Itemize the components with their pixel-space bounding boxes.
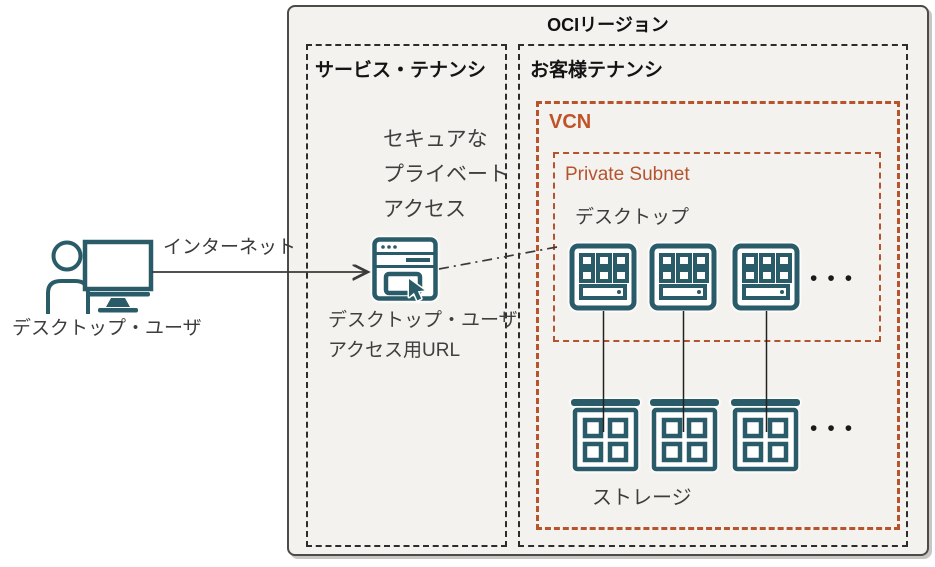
secure-access-line: プライベート	[383, 163, 509, 186]
browser-caption: デスクトップ・ユーザ アクセス用URL	[328, 306, 518, 366]
private-subnet-label: Private Subnet	[565, 164, 690, 185]
browser-click-icon	[372, 237, 438, 305]
storage-icon	[571, 399, 640, 472]
secure-access-line: アクセス	[383, 198, 466, 221]
vcn-box	[536, 101, 900, 530]
customer-tenancy-box	[518, 44, 908, 547]
storage-icon	[731, 399, 800, 472]
service-tenancy-label: サービス・テナンシ	[315, 60, 487, 81]
vcn-label: VCN	[549, 111, 592, 133]
desktop-user-icon	[45, 236, 157, 314]
desktop-group-label: デスクトップ	[575, 207, 690, 228]
customer-tenancy-label: お客様テナンシ	[530, 60, 664, 81]
desktop-vm-icon	[732, 243, 800, 311]
desktop-user-label: デスクトップ・ユーザ	[12, 318, 202, 339]
internet-label: インターネット	[163, 237, 297, 258]
secure-private-access-label: セキュアな プライベート アクセス	[383, 122, 509, 227]
desktop-vm-icon	[649, 243, 717, 311]
storage-icon	[650, 399, 719, 472]
storage-ellipsis: •••	[810, 417, 863, 440]
browser-caption-line: アクセス用URL	[328, 340, 461, 361]
desktop-ellipsis: •••	[810, 267, 863, 290]
oci-region-title: OCIリージョン	[547, 15, 669, 35]
browser-caption-line: デスクトップ・ユーザ	[328, 310, 518, 331]
storage-group-label: ストレージ	[592, 487, 692, 509]
desktop-vm-icon	[569, 243, 637, 311]
secure-access-line: セキュアな	[383, 128, 488, 151]
service-tenancy-box	[306, 44, 507, 547]
